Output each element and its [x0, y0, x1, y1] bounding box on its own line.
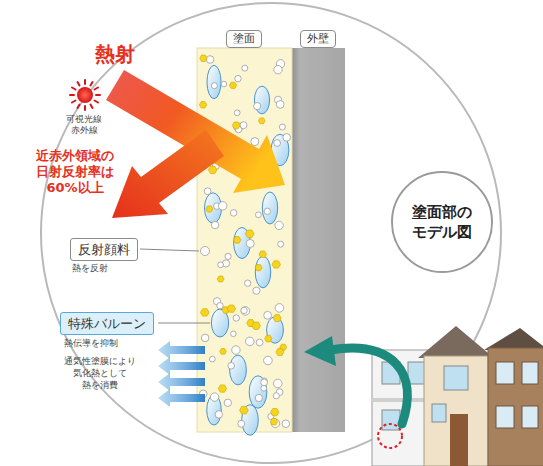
node-text: 特殊バルーン: [68, 315, 146, 332]
heat-title: 熱射: [95, 42, 135, 66]
evaporation-arrows: [158, 341, 205, 407]
callout-box: 反射顔料: [70, 238, 138, 261]
layer-label: 外壁: [300, 30, 336, 48]
note-text: 熱を反射: [72, 263, 108, 274]
sun-icon: [70, 80, 100, 110]
reflected-arrow: [112, 130, 224, 218]
leader-line: [140, 249, 199, 251]
layer-label: 塗面: [226, 30, 262, 48]
wall-layer: [292, 48, 345, 432]
circle-outline: [390, 170, 494, 274]
paint-layer: [197, 48, 292, 432]
paint-particles: [199, 55, 290, 435]
node-text: 塗面: [233, 32, 255, 46]
pointer-arrow: [304, 336, 407, 424]
node-text: 塗面部の モデル図: [412, 202, 472, 242]
note-text: 通気性塗膜により 気化熱として 熱を消費: [64, 355, 136, 391]
model-circle: 塗面部の モデル図: [390, 170, 494, 274]
note-text: 近赤外領域の 日射反射率は 60%以上: [36, 148, 114, 196]
house-illustration: [372, 326, 543, 466]
note-text: 熱伝導を抑制: [64, 338, 118, 349]
node-text: 外壁: [307, 32, 329, 46]
node-text: 反射顔料: [78, 241, 130, 258]
leader-line: [158, 323, 210, 324]
callout-box: 特殊バルーン: [60, 312, 154, 335]
note-text: 可視光線 赤外線: [66, 114, 102, 136]
marker-circle: [378, 424, 402, 448]
